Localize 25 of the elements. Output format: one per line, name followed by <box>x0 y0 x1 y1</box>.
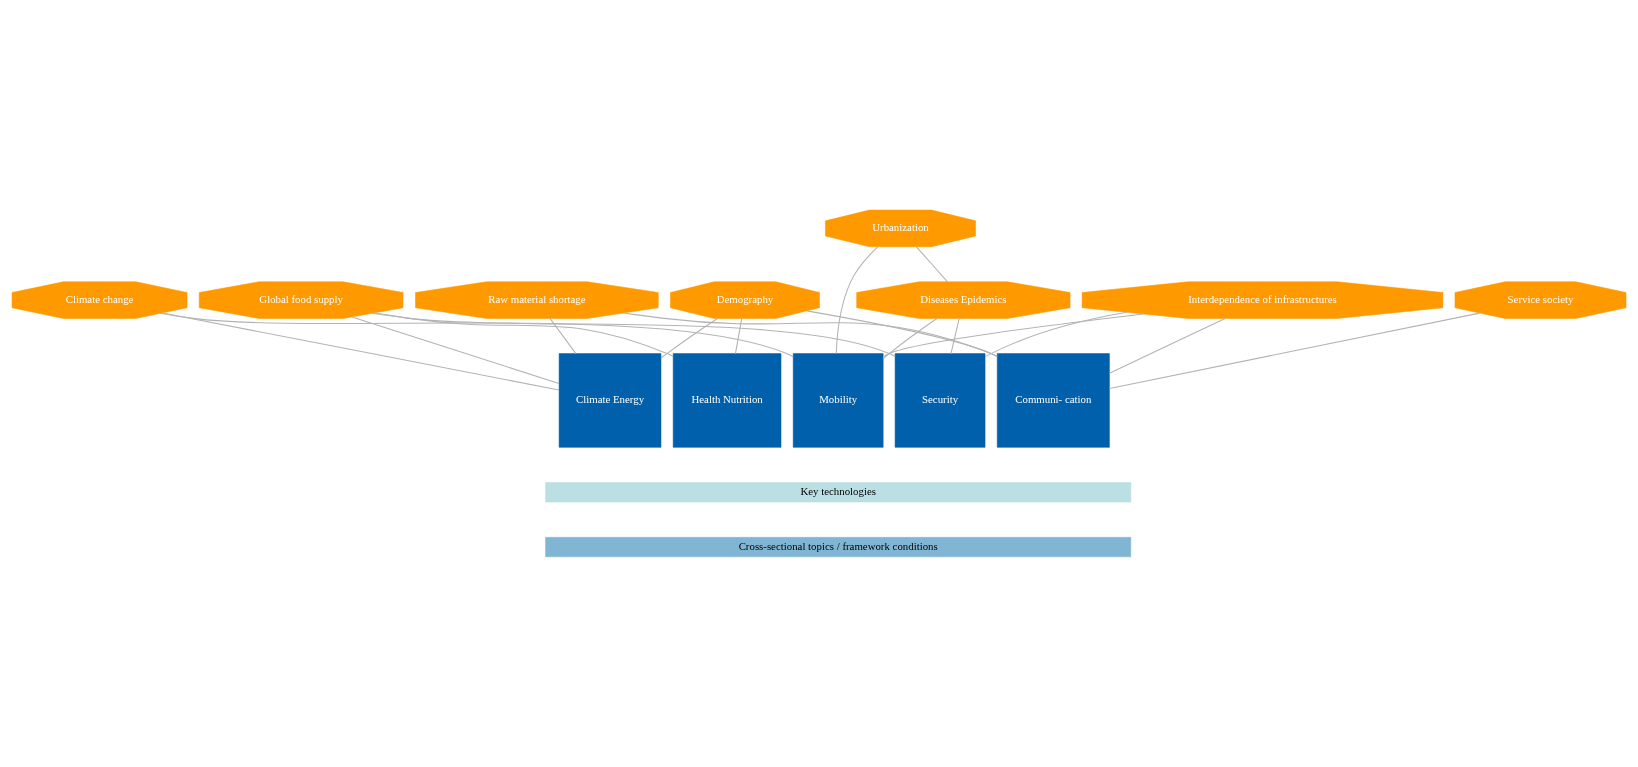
connector <box>835 246 879 355</box>
connector <box>549 317 577 355</box>
node-box: Communi- cation <box>996 353 1110 448</box>
connector <box>373 312 674 357</box>
connector <box>159 312 794 358</box>
connector <box>950 317 960 355</box>
connector <box>1108 312 1481 390</box>
connector <box>351 316 560 385</box>
connector <box>734 317 743 355</box>
node-box: Cross-sectional topics / framework conditions <box>545 537 1132 558</box>
connector <box>915 246 949 283</box>
connector <box>984 311 1128 358</box>
connector <box>660 317 719 359</box>
node-box: Climate Energy <box>558 353 662 448</box>
connector <box>372 312 896 357</box>
connector <box>882 317 938 360</box>
connector <box>882 313 1145 358</box>
node-box: Health Nutrition <box>672 353 782 448</box>
connector <box>1108 317 1226 374</box>
node-box: Security <box>894 353 986 448</box>
node-box: Key technologies <box>545 482 1132 503</box>
connector <box>622 312 998 357</box>
connector <box>806 310 998 358</box>
connector <box>162 312 560 391</box>
node-box: Mobility <box>792 353 884 448</box>
